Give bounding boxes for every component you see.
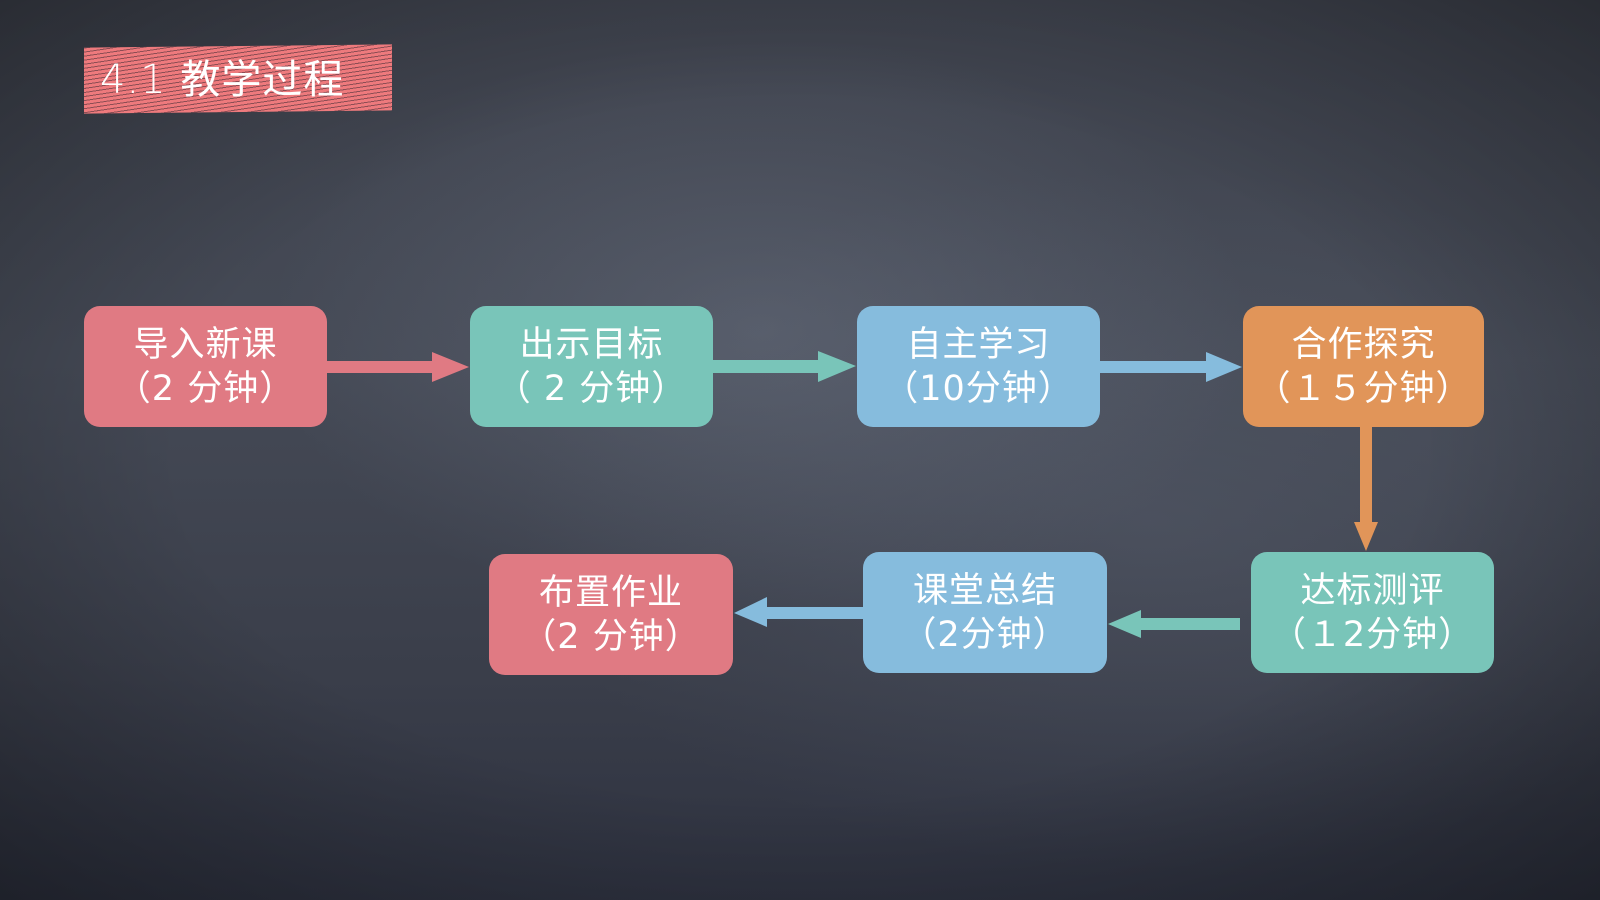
step-label: 课堂总结 [912,570,1057,611]
step-duration: （10分钟） [883,368,1074,409]
step-node-cooperative-inquiry: 合作探究 （１５分钟） [1243,306,1484,427]
step-node-assessment: 达标测评 （１2分钟） [1251,552,1494,673]
step-label: 达标测评 [1300,570,1445,611]
arrow-left-icon [1108,610,1240,638]
step-node-class-summary: 课堂总结 （2分钟） [863,552,1107,673]
page-title: 4.1 教学过程 [100,57,345,103]
step-label: 布置作业 [538,572,683,613]
step-node-import-new-lesson: 导入新课 （2 分钟） [84,306,327,427]
step-node-show-objectives: 出示目标 （ 2 分钟） [470,306,713,427]
step-duration: （2 分钟） [115,368,296,409]
step-label: 合作探究 [1291,324,1436,365]
step-duration: （2 分钟） [521,616,701,657]
arrow-right-icon [713,351,856,382]
step-duration: （１５分钟） [1255,368,1472,409]
arrow-down-icon [1354,427,1378,551]
arrow-right-icon [327,352,469,382]
arrow-left-icon [734,597,863,627]
step-label: 自主学习 [906,324,1051,365]
step-label: 出示目标 [519,324,664,365]
step-duration: （ 2 分钟） [495,368,688,409]
step-duration: （１2分钟） [1270,614,1475,655]
step-duration: （2分钟） [901,614,1069,655]
arrow-right-icon [1100,352,1242,382]
step-node-self-study: 自主学习 （10分钟） [857,306,1100,427]
step-node-assign-homework: 布置作业 （2 分钟） [489,554,733,675]
step-label: 导入新课 [133,324,278,365]
